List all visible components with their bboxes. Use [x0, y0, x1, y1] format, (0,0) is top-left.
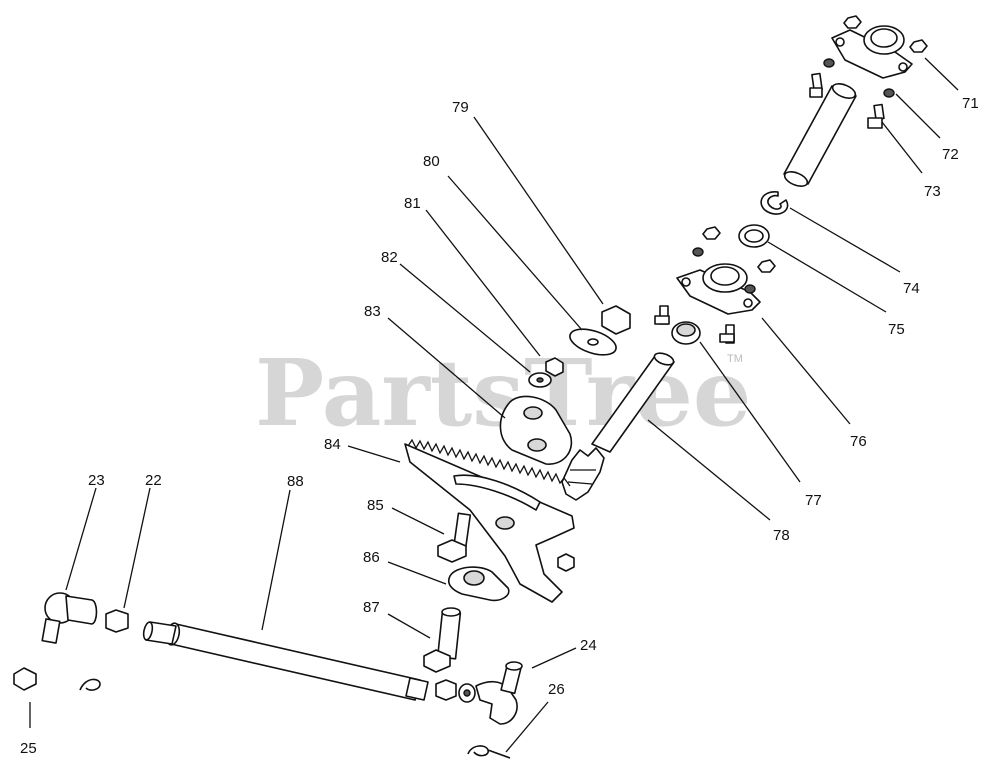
- callout-72: 72: [942, 146, 959, 163]
- hex-nut[interactable]: [545, 357, 564, 377]
- drag-link[interactable]: [142, 621, 429, 701]
- watermark-tm: TM: [727, 353, 743, 365]
- callout-25: 25: [20, 740, 37, 757]
- callout-24: 24: [580, 637, 597, 654]
- callout-80: 80: [423, 153, 440, 170]
- carriage-bolt[interactable]: [809, 72, 885, 129]
- sector-gear[interactable]: [404, 438, 575, 603]
- callout-labels: 71 72 73 74 75 76 77 78 79 80 81 82 83 8…: [20, 95, 979, 757]
- ball-joint[interactable]: [41, 592, 98, 644]
- spacer-plate[interactable]: [499, 395, 573, 465]
- carriage-bolt[interactable]: [654, 305, 735, 344]
- callout-84: 84: [324, 436, 341, 453]
- flat-washer[interactable]: [567, 324, 619, 360]
- callout-77: 77: [805, 492, 822, 509]
- lock-nut[interactable]: [601, 305, 631, 335]
- callout-78: 78: [773, 527, 790, 544]
- hex-nut[interactable]: [692, 226, 776, 294]
- callout-71: 71: [962, 95, 979, 112]
- bolt[interactable]: [423, 607, 462, 673]
- callout-74: 74: [903, 280, 920, 297]
- flat-washer[interactable]: [738, 224, 770, 248]
- hex-nut[interactable]: [843, 15, 928, 53]
- callout-23: 23: [88, 472, 105, 489]
- hex-nut[interactable]: [435, 679, 457, 701]
- upper-shaft[interactable]: [783, 81, 858, 189]
- washer[interactable]: [458, 683, 476, 703]
- callout-73: 73: [924, 183, 941, 200]
- callout-86: 86: [363, 549, 380, 566]
- callout-81: 81: [404, 195, 421, 212]
- pivot-bracket[interactable]: [447, 566, 510, 602]
- callout-82: 82: [381, 249, 398, 266]
- pinion-shaft[interactable]: [561, 351, 675, 501]
- callout-85: 85: [367, 497, 384, 514]
- hairpin-clip[interactable]: [467, 745, 511, 759]
- callout-22: 22: [145, 472, 162, 489]
- callout-83: 83: [364, 303, 381, 320]
- shoulder-bolt[interactable]: [437, 512, 472, 563]
- e-clip[interactable]: [760, 191, 789, 215]
- callout-76: 76: [850, 433, 867, 450]
- upper-flange-bearing[interactable]: [831, 25, 913, 79]
- jam-nut[interactable]: [13, 667, 37, 691]
- lock-washer[interactable]: [823, 58, 895, 98]
- bushing[interactable]: [671, 321, 701, 345]
- lower-flange-bearing[interactable]: [676, 263, 761, 315]
- spacer[interactable]: [105, 609, 129, 633]
- leader-lines: [29, 57, 959, 753]
- callout-79: 79: [452, 99, 469, 116]
- callout-88: 88: [287, 473, 304, 490]
- callout-75: 75: [888, 321, 905, 338]
- ball-joint-elbow[interactable]: [475, 661, 523, 725]
- callout-26: 26: [548, 681, 565, 698]
- washer[interactable]: [528, 372, 552, 388]
- callout-87: 87: [363, 599, 380, 616]
- hairpin-clip[interactable]: [79, 678, 101, 691]
